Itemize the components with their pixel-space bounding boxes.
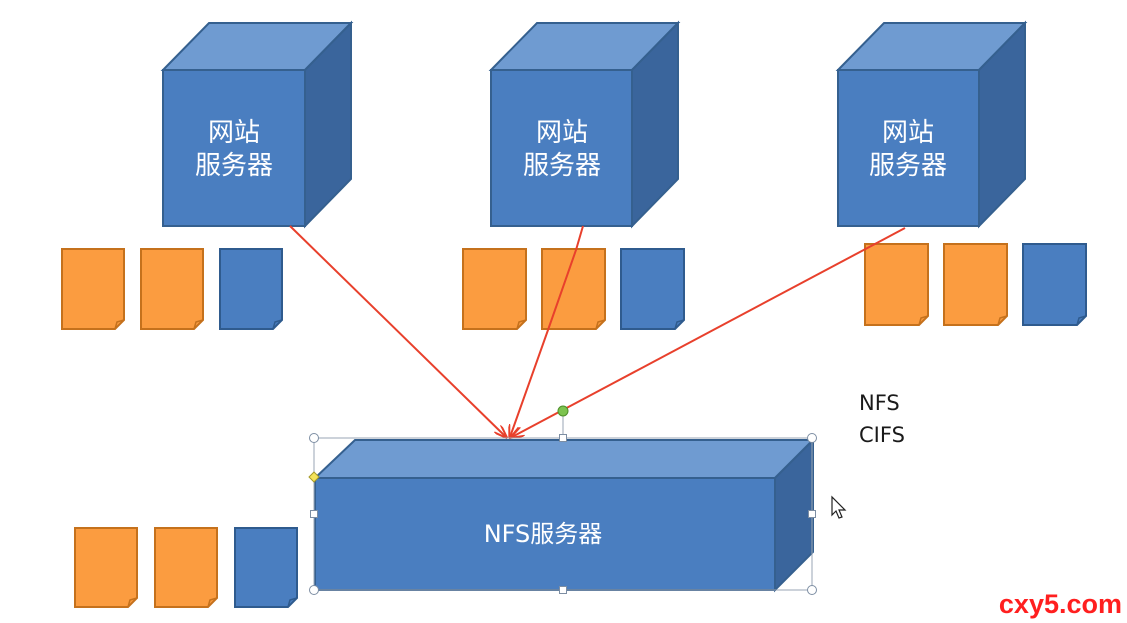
adjust-handle-diamond[interactable]	[308, 471, 320, 483]
nfs-server[interactable]: NFS服务器	[312, 437, 816, 593]
nfs-front-face	[314, 477, 776, 591]
server-1-label-line2: 服务器	[195, 151, 273, 181]
file-group-server-2	[462, 248, 685, 330]
resize-handle-right[interactable]	[808, 510, 816, 518]
protocol-label-nfs: NFS	[859, 391, 900, 415]
file-icon-blue	[219, 248, 283, 330]
server-3-label-line2: 服务器	[869, 151, 947, 181]
file-icon-orange	[74, 527, 138, 608]
resize-handle-bottom[interactable]	[559, 586, 567, 594]
server-3-front-face	[837, 69, 980, 227]
file-fold-corner	[193, 319, 204, 330]
file-fold-corner	[287, 597, 298, 608]
web-server-2[interactable]: 网站 服务器	[488, 20, 681, 229]
file-icon-orange	[943, 243, 1008, 326]
file-fold-corner	[114, 319, 125, 330]
file-icon-orange	[140, 248, 204, 330]
resize-handle-top-left[interactable]	[309, 433, 319, 443]
server-3-label-line1: 网站	[882, 118, 934, 148]
file-fold-corner	[1076, 315, 1087, 326]
server-2-label-line1: 网站	[536, 118, 588, 148]
file-fold-corner	[207, 597, 218, 608]
server-2-label-line2: 服务器	[523, 151, 601, 181]
arrow-server-3-to-nfs	[512, 227, 906, 437]
watermark: cxy5.com	[999, 589, 1122, 619]
server-2-front-face	[490, 69, 633, 227]
file-icon-orange	[541, 248, 606, 330]
resize-handle-left[interactable]	[310, 510, 318, 518]
server-1-front-face	[162, 69, 306, 227]
file-icon-blue	[1022, 243, 1087, 326]
file-fold-corner	[997, 315, 1008, 326]
file-group-nfs	[74, 527, 298, 608]
file-icon-orange	[154, 527, 218, 608]
resize-handle-bottom-left[interactable]	[309, 585, 319, 595]
file-fold-corner	[595, 319, 606, 330]
file-fold-corner	[674, 319, 685, 330]
arrows	[289, 225, 906, 437]
rotate-handle[interactable]	[557, 405, 569, 417]
arrow-server-2-to-nfs	[510, 225, 584, 437]
file-fold-corner	[516, 319, 527, 330]
file-icon-blue	[234, 527, 298, 608]
web-server-1[interactable]: 网站 服务器	[160, 20, 354, 229]
protocol-label-cifs: CIFS	[859, 423, 905, 447]
file-icon-blue	[620, 248, 685, 330]
arrow-server-1-to-nfs	[289, 225, 506, 437]
file-fold-corner	[272, 319, 283, 330]
file-icon-orange	[61, 248, 125, 330]
web-server-3[interactable]: 网站 服务器	[835, 20, 1028, 229]
resize-handle-bottom-right[interactable]	[807, 585, 817, 595]
file-fold-corner	[918, 315, 929, 326]
selection-frame[interactable]	[308, 405, 817, 595]
file-icon-orange	[462, 248, 527, 330]
nfs-top-face	[312, 439, 816, 479]
mouse-pointer-icon	[831, 495, 847, 519]
resize-handle-top-right[interactable]	[807, 433, 817, 443]
file-fold-corner	[127, 597, 138, 608]
file-group-server-3	[864, 243, 1087, 326]
file-group-server-1	[61, 248, 283, 330]
nfs-server-label: NFS服务器	[484, 520, 603, 548]
file-icon-orange	[864, 243, 929, 326]
resize-handle-top[interactable]	[559, 434, 567, 442]
server-1-label-line1: 网站	[208, 118, 260, 148]
